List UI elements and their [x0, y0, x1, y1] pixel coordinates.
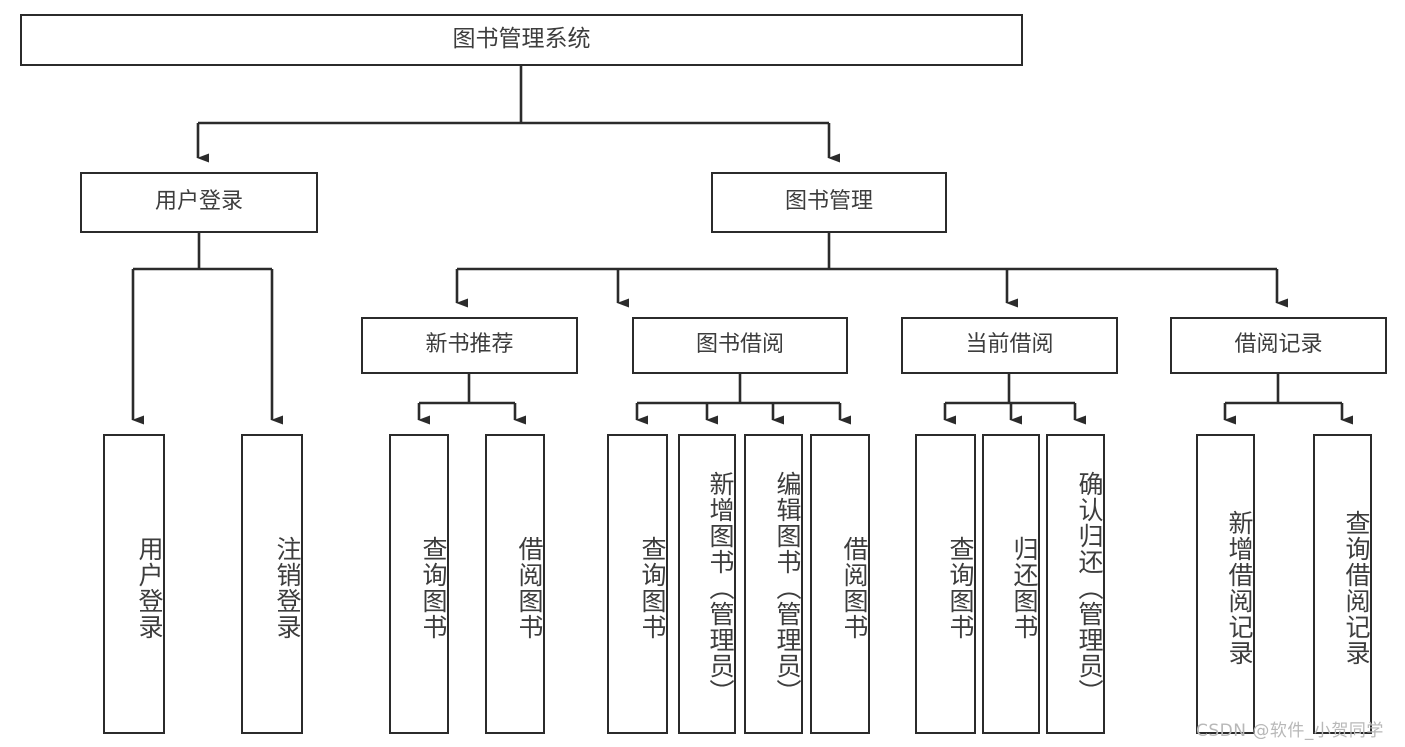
- node-book-manage[interactable]: 图书管理: [711, 172, 947, 233]
- node-leaf-borrow-book-2-label: 借阅图书: [840, 536, 869, 640]
- node-current-borrow-label: 当前借阅: [965, 332, 1054, 358]
- node-new-book-rec[interactable]: 新书推荐: [361, 317, 578, 374]
- node-leaf-add-record[interactable]: 新增借阅记录: [1196, 434, 1255, 734]
- node-leaf-user-login-label: 用户登录: [135, 536, 164, 640]
- node-book-borrow[interactable]: 图书借阅: [632, 317, 848, 374]
- node-leaf-user-logout-label: 注销登录: [273, 536, 302, 640]
- node-book-manage-label: 图书管理: [784, 189, 873, 215]
- csdn-watermark: CSDN @软件_小贺同学: [1196, 721, 1384, 741]
- node-leaf-query-record[interactable]: 查询借阅记录: [1313, 434, 1372, 734]
- node-leaf-query-book-3[interactable]: 查询图书: [915, 434, 976, 734]
- node-root-label: 图书管理系统: [452, 26, 591, 53]
- node-current-borrow[interactable]: 当前借阅: [901, 317, 1118, 374]
- node-leaf-borrow-book-1-label: 借阅图书: [515, 536, 544, 640]
- node-borrow-record-label: 借阅记录: [1234, 332, 1323, 358]
- node-leaf-query-book-1[interactable]: 查询图书: [389, 434, 449, 734]
- node-new-book-rec-label: 新书推荐: [425, 332, 514, 358]
- node-leaf-confirm-return[interactable]: 确认归还（管理员）: [1046, 434, 1105, 734]
- node-borrow-record[interactable]: 借阅记录: [1170, 317, 1387, 374]
- node-leaf-confirm-return-label: 确认归还（管理员）: [1075, 471, 1104, 705]
- node-leaf-edit-book-label: 编辑图书（管理员）: [773, 471, 802, 705]
- node-leaf-user-logout[interactable]: 注销登录: [241, 434, 303, 734]
- node-leaf-return-book-label: 归还图书: [1010, 536, 1039, 640]
- node-leaf-return-book[interactable]: 归还图书: [982, 434, 1040, 734]
- node-leaf-query-book-1-label: 查询图书: [419, 536, 448, 640]
- node-leaf-query-book-2[interactable]: 查询图书: [607, 434, 668, 734]
- node-leaf-add-book[interactable]: 新增图书（管理员）: [678, 434, 736, 734]
- node-leaf-query-record-label: 查询借阅记录: [1342, 510, 1371, 666]
- node-leaf-query-book-2-label: 查询图书: [638, 536, 667, 640]
- node-root[interactable]: 图书管理系统: [20, 14, 1023, 66]
- node-user-login[interactable]: 用户登录: [80, 172, 318, 233]
- node-user-login-label: 用户登录: [154, 189, 243, 215]
- node-leaf-borrow-book-1[interactable]: 借阅图书: [485, 434, 545, 734]
- node-leaf-add-record-label: 新增借阅记录: [1225, 510, 1254, 666]
- node-book-borrow-label: 图书借阅: [695, 332, 784, 358]
- node-leaf-borrow-book-2[interactable]: 借阅图书: [810, 434, 870, 734]
- node-leaf-query-book-3-label: 查询图书: [946, 536, 975, 640]
- node-leaf-user-login[interactable]: 用户登录: [103, 434, 165, 734]
- node-leaf-add-book-label: 新增图书（管理员）: [706, 471, 735, 705]
- node-leaf-edit-book[interactable]: 编辑图书（管理员）: [744, 434, 803, 734]
